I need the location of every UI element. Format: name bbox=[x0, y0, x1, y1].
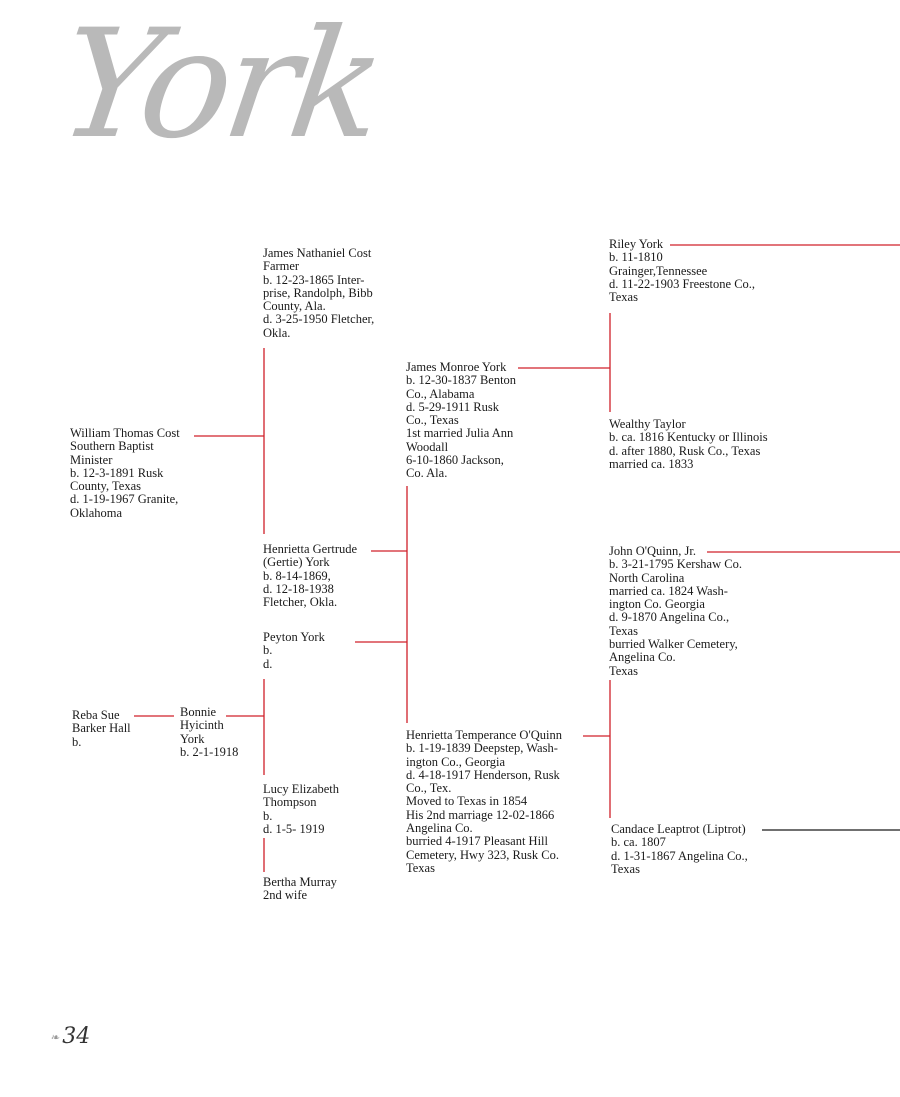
name: Wealthy Taylor bbox=[609, 417, 686, 431]
person-james-nathaniel-cost: James Nathaniel Cost Farmer b. 12-23-186… bbox=[263, 246, 375, 340]
name: William Thomas Cost bbox=[70, 426, 180, 440]
page-number: ❧34 bbox=[50, 1024, 91, 1049]
name: Reba Sue bbox=[72, 708, 120, 722]
name: Candace Leaptrot (Liptrot) bbox=[611, 822, 746, 836]
name: Peyton York bbox=[263, 630, 325, 644]
name: John O'Quinn, Jr. bbox=[609, 544, 696, 558]
ornament-icon: ❧ bbox=[50, 1030, 60, 1044]
name: James Nathaniel Cost bbox=[263, 246, 372, 260]
person-henrietta-gertrude-york: Henrietta Gertrude (Gertie) York b. 8-14… bbox=[263, 542, 358, 610]
person-lucy-elizabeth-thompson: Lucy Elizabeth Thompson b. d. 1-5- 1919 bbox=[263, 782, 340, 836]
person-henrietta-temperance-oquinn: Henrietta Temperance O'Quinn b. 1-19-183… bbox=[406, 728, 562, 875]
name: Riley York bbox=[609, 237, 664, 251]
name: Bonnie bbox=[180, 705, 217, 719]
person-bonnie-york: Bonnie Hyicinth York b. 2-1-1918 bbox=[180, 705, 239, 759]
name: Henrietta Temperance O'Quinn bbox=[406, 728, 562, 742]
person-peyton-york: Peyton York b. d. bbox=[263, 630, 325, 671]
person-riley-york: Riley York b. 11-1810 Grainger,Tennessee… bbox=[609, 237, 756, 305]
person-james-monroe-york: James Monroe York b. 12-30-1837 Benton C… bbox=[406, 360, 517, 481]
person-reba-sue: Reba Sue Barker Hall b. bbox=[72, 708, 131, 749]
name: Bertha Murray bbox=[263, 875, 337, 889]
person-william-thomas-cost: William Thomas Cost Southern Baptist Min… bbox=[70, 426, 180, 520]
name: Lucy Elizabeth bbox=[263, 782, 340, 796]
name: James Monroe York bbox=[406, 360, 507, 374]
person-john-oquinn-jr: John O'Quinn, Jr. b. 3-21-1795 Kershaw C… bbox=[609, 544, 742, 678]
name: Henrietta Gertrude bbox=[263, 542, 358, 556]
person-bertha-murray: Bertha Murray 2nd wife bbox=[263, 875, 337, 903]
person-wealthy-taylor: Wealthy Taylor b. ca. 1816 Kentucky or I… bbox=[609, 417, 768, 471]
person-candace-leaptrot: Candace Leaptrot (Liptrot) b. ca. 1807 d… bbox=[611, 822, 748, 876]
